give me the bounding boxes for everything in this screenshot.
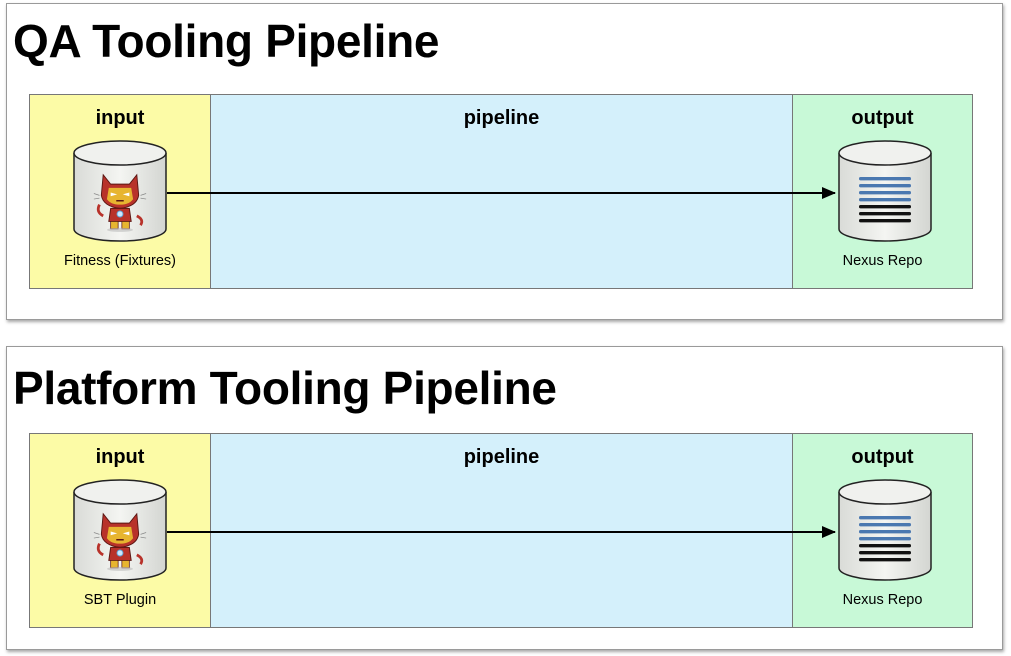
source-label: Fitness (Fixtures) — [64, 253, 176, 269]
nexus-stack-icon — [859, 175, 911, 225]
input-lane: input Fitness (Fixtures) — [30, 95, 211, 288]
output-lane: output Nexus Repo — [793, 434, 972, 627]
ironman-octocat-icon — [92, 167, 148, 233]
ironman-octocat-icon — [92, 506, 148, 572]
source-label: SBT Plugin — [83, 592, 157, 608]
source-repository-node[interactable] — [72, 139, 168, 243]
pipeline-lane-title: pipeline — [463, 446, 540, 468]
nexus-stack-icon — [859, 514, 911, 564]
pipeline-lane: pipeline — [211, 95, 793, 288]
swimlane-container: input SBT Plugin pipeline output Nexus R… — [29, 433, 973, 628]
input-lane: input SBT Plugin — [30, 434, 211, 627]
pipeline-panel-platform: Platform Tooling Pipeline input SBT Plug… — [6, 346, 1003, 650]
source-repository-node[interactable] — [72, 478, 168, 582]
input-lane-title: input — [95, 446, 145, 468]
output-lane-title: output — [851, 446, 914, 468]
input-lane-title: input — [95, 107, 145, 129]
target-repository-node[interactable] — [837, 139, 933, 243]
pipeline-lane-title: pipeline — [463, 107, 540, 129]
pipeline-lane: pipeline — [211, 434, 793, 627]
pipeline-panel-qa: QA Tooling Pipeline input Fitness (Fixtu… — [6, 3, 1003, 320]
swimlane-container: input Fitness (Fixtures) pipeline output… — [29, 94, 973, 289]
panel-title: QA Tooling Pipeline — [13, 15, 440, 67]
target-label: Nexus Repo — [842, 592, 923, 608]
target-label: Nexus Repo — [842, 253, 923, 269]
output-lane: output Nexus Repo — [793, 95, 972, 288]
panel-title: Platform Tooling Pipeline — [13, 362, 557, 414]
output-lane-title: output — [851, 107, 914, 129]
target-repository-node[interactable] — [837, 478, 933, 582]
